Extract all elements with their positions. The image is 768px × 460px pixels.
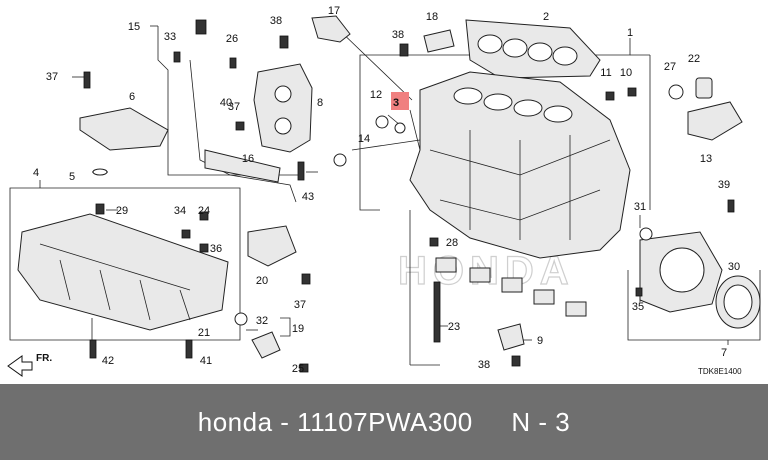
callout-11: 11 [600,67,611,79]
callout-35: 35 [632,301,644,313]
exploded-view-svg: HONDA [7,5,761,377]
caption-gap [473,407,512,438]
cylinder-block-part [409,71,631,259]
bearing-caps-group [435,257,587,317]
o-ring-part [234,312,248,326]
callout-37: 37 [46,71,58,83]
head-gasket-part [465,19,601,79]
parts-diagram: HONDA [7,5,761,377]
diagram-code: TDK8E1400 [698,367,742,376]
seal-housing-part [639,231,723,313]
callout-29: 29 [116,205,128,217]
oil-pan-part [17,213,229,331]
callout-37-3: 37 [294,299,306,311]
callout-14: 14 [358,133,370,145]
callout-32: 32 [256,315,268,327]
callout-28: 28 [446,237,458,249]
baffle-plate-part [79,107,169,151]
washer-27-part [668,84,684,100]
caption-part-number: 11107PWA300 [297,406,473,437]
bolts-group [83,35,735,373]
callout-25: 25 [292,363,304,375]
sensor-part [311,15,351,43]
callout-17: 17 [328,5,340,17]
callout-12: 12 [370,89,382,101]
cap-13-part [687,101,743,141]
callout-3: 3 [393,97,399,109]
highlight-box [391,92,409,110]
bracket-18-part [423,29,455,53]
oil-jet-part [251,331,281,359]
callout-36: 36 [210,243,222,255]
callout-21: 21 [198,327,210,339]
callout-27: 27 [664,61,676,73]
callout-38-3: 38 [478,359,490,371]
callout-8: 8 [317,97,323,109]
caption-separator: - [272,406,298,437]
callout-2: 2 [543,11,549,23]
chain-case-cover-part [253,63,313,153]
bracket-20-part [247,225,297,267]
callout-13: 13 [700,153,712,165]
callout-1: 1 [627,27,633,39]
callout-30: 30 [728,261,740,273]
callout-4: 4 [33,167,39,179]
callout-34: 34 [174,205,186,217]
callout-43: 43 [302,191,314,203]
callout-42: 42 [102,355,114,367]
callout-31: 31 [634,201,646,213]
callout-18: 18 [426,11,438,23]
front-arrow: FR. [7,353,52,377]
harness-bracket-part [204,149,281,183]
plug-22-part [695,77,713,99]
callout-19: 19 [292,323,304,335]
callout-40: 40 [220,97,232,109]
callout-41: 41 [200,355,212,367]
callout-6: 6 [129,91,135,103]
callout-10: 10 [620,67,632,79]
front-arrow-label: FR. [36,353,52,364]
caption-brand: honda [197,406,273,437]
callout-7: 7 [721,347,727,359]
callout-5: 5 [69,171,75,183]
callout-23: 23 [448,321,460,333]
bracket-9-part [497,323,525,351]
callout-37-2: 37 [228,101,240,113]
harness-wire [189,59,297,203]
clamp-part [333,153,347,167]
connector-part [195,19,207,35]
caption-bar: honda - 11107PWA300 N - 3 [0,384,768,460]
oil-seal-part [715,275,761,329]
callout-20: 20 [256,275,268,287]
callout-26: 26 [226,33,238,45]
callout-33: 33 [164,31,176,43]
callout-22: 22 [688,53,700,65]
callout-38-2: 38 [392,29,404,41]
callout-15: 15 [128,21,140,33]
callout-9: 9 [537,335,543,347]
callout-39: 39 [718,179,730,191]
callout-38: 38 [270,15,282,27]
caption-position: N - 3 [511,406,571,437]
callout-16: 16 [242,153,254,165]
callout-24: 24 [198,205,210,217]
